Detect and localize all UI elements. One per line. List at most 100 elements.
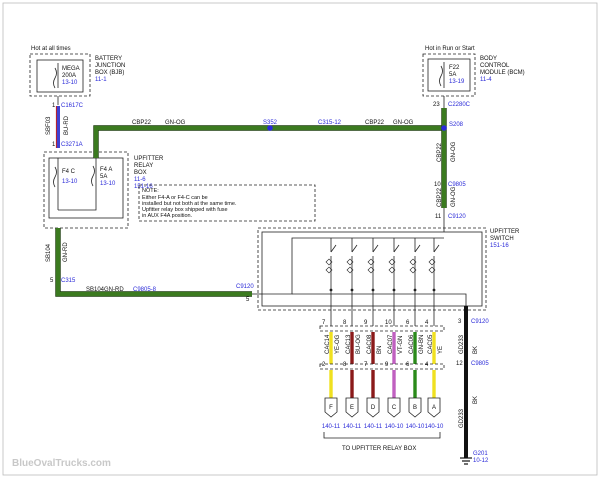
circuit-cac07: CAC07 — [388, 334, 394, 354]
note-line-3: installed but not both at the same time. — [142, 201, 237, 207]
bcm-name-3: MODULE (BCM) — [480, 70, 525, 76]
connector-c3271a[interactable]: C3271A — [61, 142, 83, 148]
terminal-page-a[interactable]: 140-10 — [425, 424, 444, 430]
pin-c2280c: 23 — [433, 102, 440, 108]
led-icon — [325, 258, 333, 274]
pin-c9805-right: 12 — [456, 361, 463, 367]
switch-inner — [261, 231, 483, 307]
fuse-a-symbol — [91, 165, 95, 187]
terminal-d[interactable] — [366, 397, 380, 418]
wire-sbf03[interactable] — [55, 96, 60, 148]
note-box: NOTE: Either F4-A or F4-C can be install… — [138, 184, 316, 222]
circuit-gd233-top-color: BK — [473, 346, 479, 354]
relay-box-page-2[interactable]: 151-16 — [134, 184, 153, 190]
connector-c315[interactable]: C315 — [61, 278, 76, 284]
terminal-page-d[interactable]: 140-11 — [364, 424, 383, 430]
terminal-letter-d: D — [371, 405, 376, 411]
terminal-page-e[interactable]: 140-11 — [343, 424, 362, 430]
switch-element-f — [325, 238, 337, 306]
circuit-cbp22-vert-color: GN-OG — [451, 141, 457, 162]
note-line-4: Upfitter relay box shipped with fuse — [142, 207, 228, 213]
terminal-page-b[interactable]: 140-10 — [406, 424, 425, 430]
bcm-page-link[interactable]: 11-4 — [480, 77, 492, 83]
terminal-f[interactable] — [324, 397, 338, 418]
bjb-name-3: BOX (BJB) — [95, 70, 124, 76]
wire-sb104[interactable] — [55, 228, 252, 297]
circuit-cac05: CAC05 — [428, 334, 434, 354]
body-control-module: Hot in Run or Start F22 5A 13-19 BODY CO… — [422, 46, 525, 97]
circuit-cbp22-vert: CBP22 — [437, 142, 443, 162]
bjb-caption: Hot at all times — [31, 46, 71, 52]
connector-c315-12[interactable]: C315-12 — [318, 120, 342, 126]
connector-c9805-right[interactable]: C9805 — [471, 361, 489, 367]
to-relay-box-label: TO UPFITTER RELAY BOX — [342, 446, 416, 452]
terminal-letter-f: F — [329, 405, 333, 411]
ground-icon — [460, 457, 472, 465]
circuit-cac13: CAC13 — [346, 334, 352, 354]
circuit-cbp22-right-color: GN-OG — [393, 120, 414, 126]
circuit-gd233-bottom: GD233 — [459, 408, 465, 428]
relay-box-page-1[interactable]: 11-6 — [134, 177, 146, 183]
switch-bus-top — [262, 237, 444, 295]
splice-s352-label[interactable]: S352 — [263, 120, 278, 126]
connector-c9120-right[interactable]: C9120 — [471, 319, 489, 325]
fuse-c-ref: 13-10 — [62, 179, 78, 185]
led-icon — [346, 258, 354, 274]
pin-bottom-b: 6 — [406, 362, 410, 368]
switch-ground-bus — [292, 293, 467, 306]
bjb-inner — [36, 59, 84, 93]
bjb-page-link[interactable]: 11-1 — [95, 77, 107, 83]
terminal-page-f[interactable]: 140-11 — [322, 424, 341, 430]
terminal-e[interactable] — [345, 397, 359, 418]
connector-c9805-top[interactable]: C9805 — [448, 182, 466, 188]
note-line-5: in AUX F4A position. — [142, 213, 193, 219]
splice-s208[interactable] — [441, 125, 447, 131]
wire-cbp22-top[interactable] — [93, 125, 444, 158]
circuit-sb104-vert: SB104 — [46, 243, 52, 262]
bcm-name-2: CONTROL — [480, 63, 510, 69]
terminal-page-c[interactable]: 140-10 — [385, 424, 404, 430]
connector-c2280c[interactable]: C2280C — [448, 102, 471, 108]
pin-bottom-a: 4 — [425, 362, 429, 368]
fuse-a-rating: 5A — [100, 174, 107, 180]
led-icon — [367, 258, 375, 274]
switch-name-2: SWITCH — [490, 236, 514, 242]
terminal-c[interactable] — [387, 397, 401, 418]
connector-c1617c[interactable]: C1617C — [61, 103, 84, 109]
circuit-sbf03: SBF03 — [46, 116, 52, 135]
connector-c9805-8[interactable]: C9805-8 — [133, 287, 157, 293]
bcm-fuse-symbol — [439, 65, 443, 87]
led-icon — [388, 258, 396, 274]
circuit-cbp22-left-color: GN-OG — [165, 120, 186, 126]
ground-ref[interactable]: 10-12 — [473, 458, 489, 464]
pin-top-d: 9 — [364, 320, 368, 326]
connector-c9120-mid[interactable]: C9120 — [236, 284, 254, 290]
bjb-name-1: BATTERY — [95, 56, 122, 62]
bcm-name-1: BODY — [480, 56, 497, 62]
splice-s208-label[interactable]: S208 — [449, 122, 464, 128]
relay-box-name-3: BOX — [134, 170, 147, 176]
upfitter-switch: UPFITTER SWITCH 151-16 — [252, 208, 520, 311]
pin-top-b: 6 — [406, 320, 410, 326]
pin-c9120-mid: 5 — [246, 297, 250, 303]
circuit-cbp22-vert2: CBP22 — [437, 187, 443, 207]
pin-bottom-f: 2 — [322, 362, 326, 368]
bcm-outline — [422, 53, 476, 97]
switch-element-c — [388, 238, 400, 306]
note-line-2: Either F4-A or F4-C can be — [142, 195, 208, 201]
upfitter-relay-box: F4 C 13-10 F4 A 5A 13-10 UPFITTER RELAY … — [43, 151, 164, 229]
pin-bottom-c: 9 — [385, 362, 389, 368]
terminal-a[interactable] — [427, 397, 441, 418]
ground-name[interactable]: G201 — [473, 451, 488, 457]
splice-s352[interactable] — [267, 125, 273, 131]
connector-c9120-top[interactable]: C9120 — [448, 214, 466, 220]
switch-page-link[interactable]: 151-16 — [490, 243, 509, 249]
relay-box-bracket — [323, 432, 441, 439]
relay-box-inner — [48, 157, 124, 219]
terminal-b[interactable] — [408, 397, 422, 418]
led-icon — [409, 258, 417, 274]
